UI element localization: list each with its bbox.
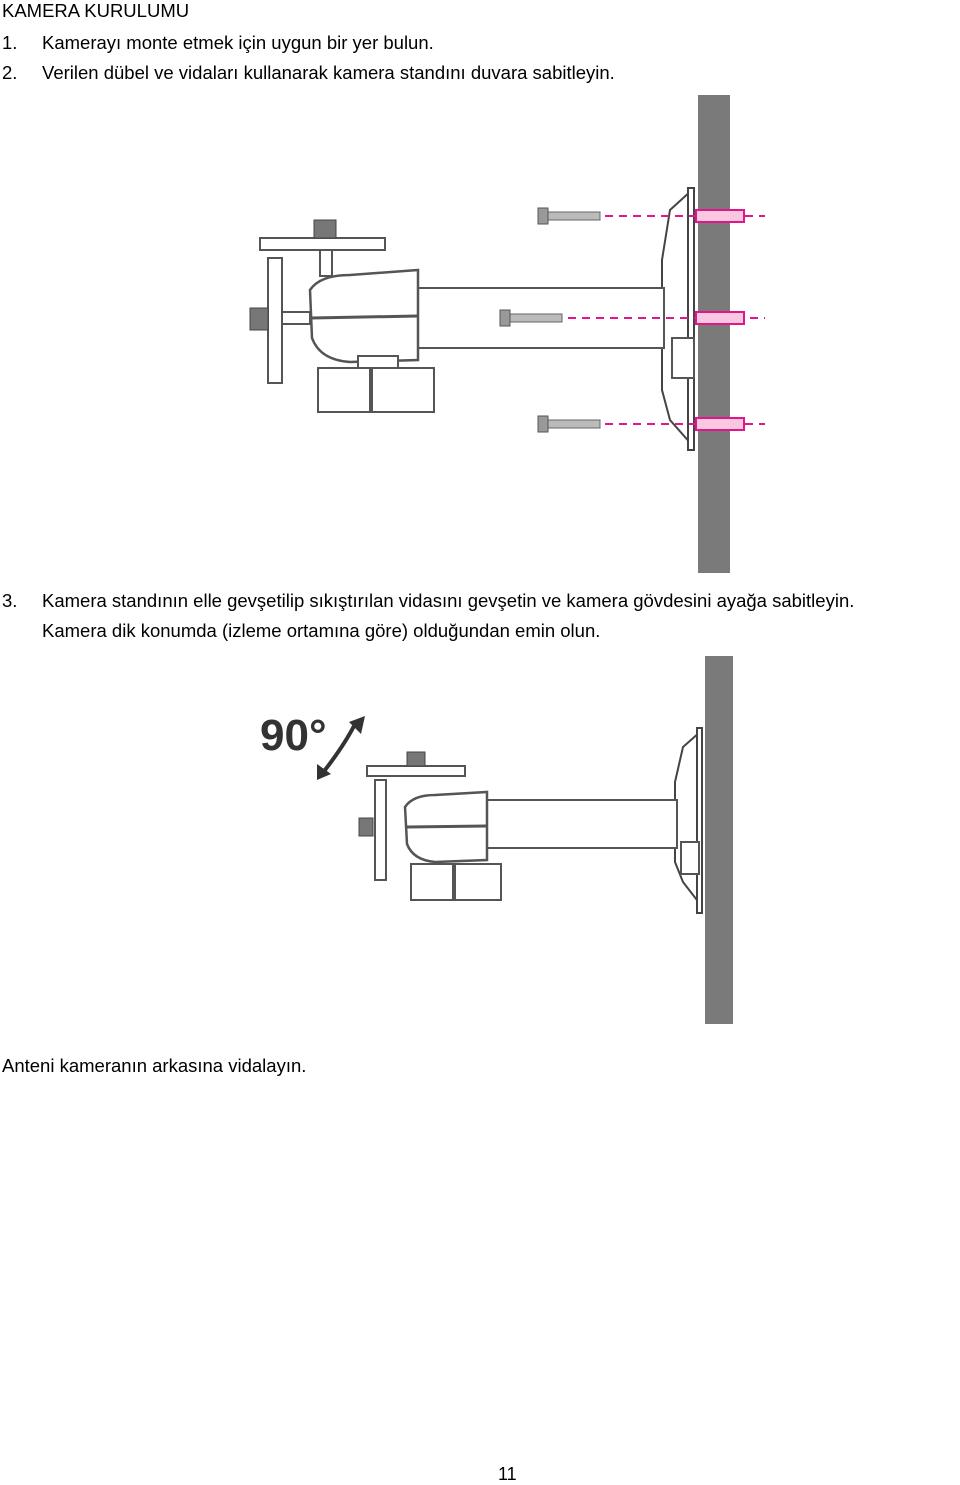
anchor-2 bbox=[695, 311, 745, 325]
step-3-text: Kamera standının elle gevşetilip sıkıştı… bbox=[42, 590, 855, 611]
page-number: 11 bbox=[498, 1464, 517, 1484]
step-1-text: Kamerayı monte etmek için uygun bir yer … bbox=[42, 32, 434, 53]
screw-2 bbox=[499, 309, 563, 327]
angle-label: 90° bbox=[260, 711, 327, 760]
mount-diagram-2: 90° bbox=[260, 656, 733, 1024]
anchor-3 bbox=[695, 417, 745, 431]
wall bbox=[698, 95, 730, 573]
rotate-arrow-icon bbox=[323, 723, 357, 772]
mount-diagram-1 bbox=[249, 95, 765, 573]
section-heading: KAMERA KURULUMU bbox=[2, 0, 190, 21]
step-1-number: 1. bbox=[2, 32, 18, 53]
wall bbox=[705, 656, 733, 1024]
anchor-1 bbox=[695, 209, 745, 223]
step-3-number: 3. bbox=[2, 590, 18, 611]
step-2-number: 2. bbox=[2, 62, 18, 83]
step-3-text-line2: Kamera dik konumda (izleme ortamına göre… bbox=[42, 620, 601, 641]
screw-3 bbox=[537, 415, 601, 433]
closing-instruction: Anteni kameranın arkasına vidalayın. bbox=[2, 1055, 307, 1076]
screw-1 bbox=[537, 207, 601, 225]
step-2-text: Verilen dübel ve vidaları kullanarak kam… bbox=[42, 62, 615, 83]
